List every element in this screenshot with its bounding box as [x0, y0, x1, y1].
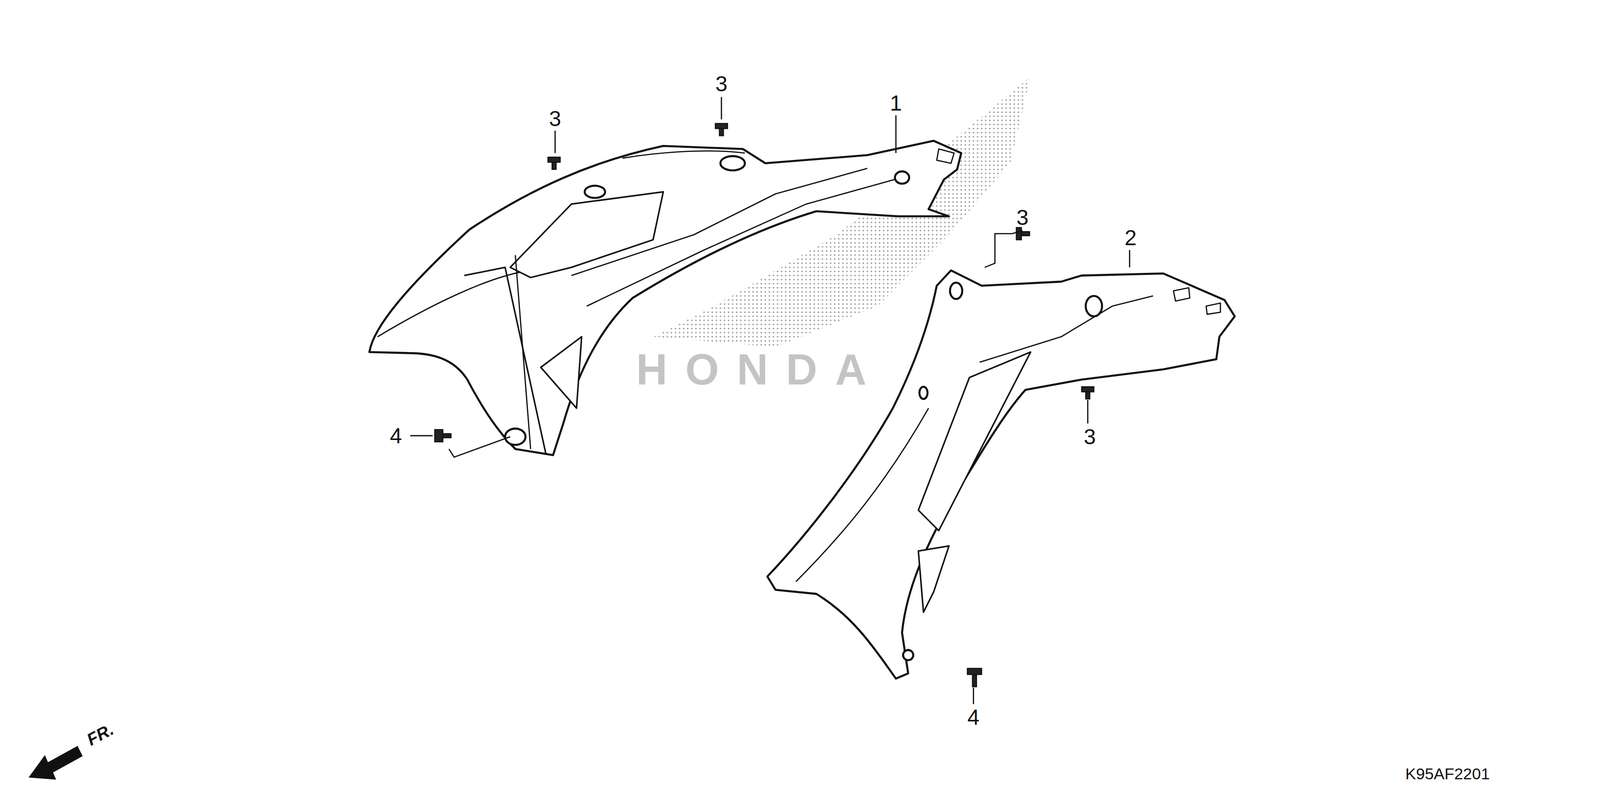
callout-number: 4	[390, 424, 403, 447]
direction-label: FR.	[83, 720, 116, 749]
callout-number: 3	[715, 72, 728, 95]
screw-symbols	[434, 123, 1095, 687]
callout-number: 3	[1016, 206, 1029, 229]
watermark: HONDA	[636, 347, 885, 392]
callout-number: 3	[1083, 425, 1096, 448]
shroud-right	[767, 270, 1235, 679]
callout-number: 1	[889, 92, 903, 114]
shroud-left	[369, 140, 962, 456]
callout-number: 4	[967, 706, 980, 728]
diagram-code: K95AF2201	[1405, 765, 1490, 782]
callout-number: 3	[549, 107, 562, 130]
callout-number: 2	[1124, 226, 1137, 249]
front-arrow	[28, 745, 83, 780]
leader-lines	[410, 96, 1130, 704]
